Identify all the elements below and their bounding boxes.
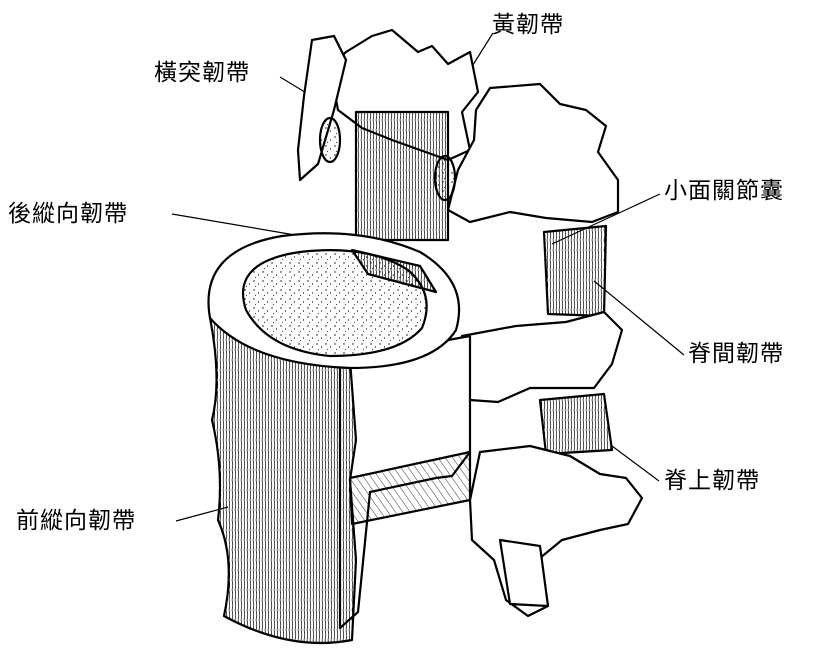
interspinous-ligament — [544, 226, 606, 316]
facet-left — [320, 118, 340, 162]
lowest-spinous-process — [470, 446, 642, 616]
label-supraspinous: 脊上韌帶 — [664, 470, 760, 493]
lower-spinous-process — [456, 312, 622, 402]
facet-right — [435, 156, 455, 200]
label-facet-capsule: 小面關節囊 — [664, 180, 784, 203]
vertebral-body — [209, 233, 471, 643]
supraspinous-ligament — [540, 394, 612, 454]
label-anterior-longitudinal: 前縱向韌帶 — [16, 510, 136, 533]
leader-supraspinous — [612, 446, 659, 481]
right-lamina — [448, 84, 618, 222]
label-interspinous: 脊間韌帶 — [688, 343, 784, 366]
label-yellow-ligament: 黃韌帶 — [492, 14, 564, 37]
label-transverse-ligament: 橫突韌帶 — [154, 62, 250, 85]
label-posterior-longitudinal: 後縱向韌帶 — [8, 203, 128, 226]
